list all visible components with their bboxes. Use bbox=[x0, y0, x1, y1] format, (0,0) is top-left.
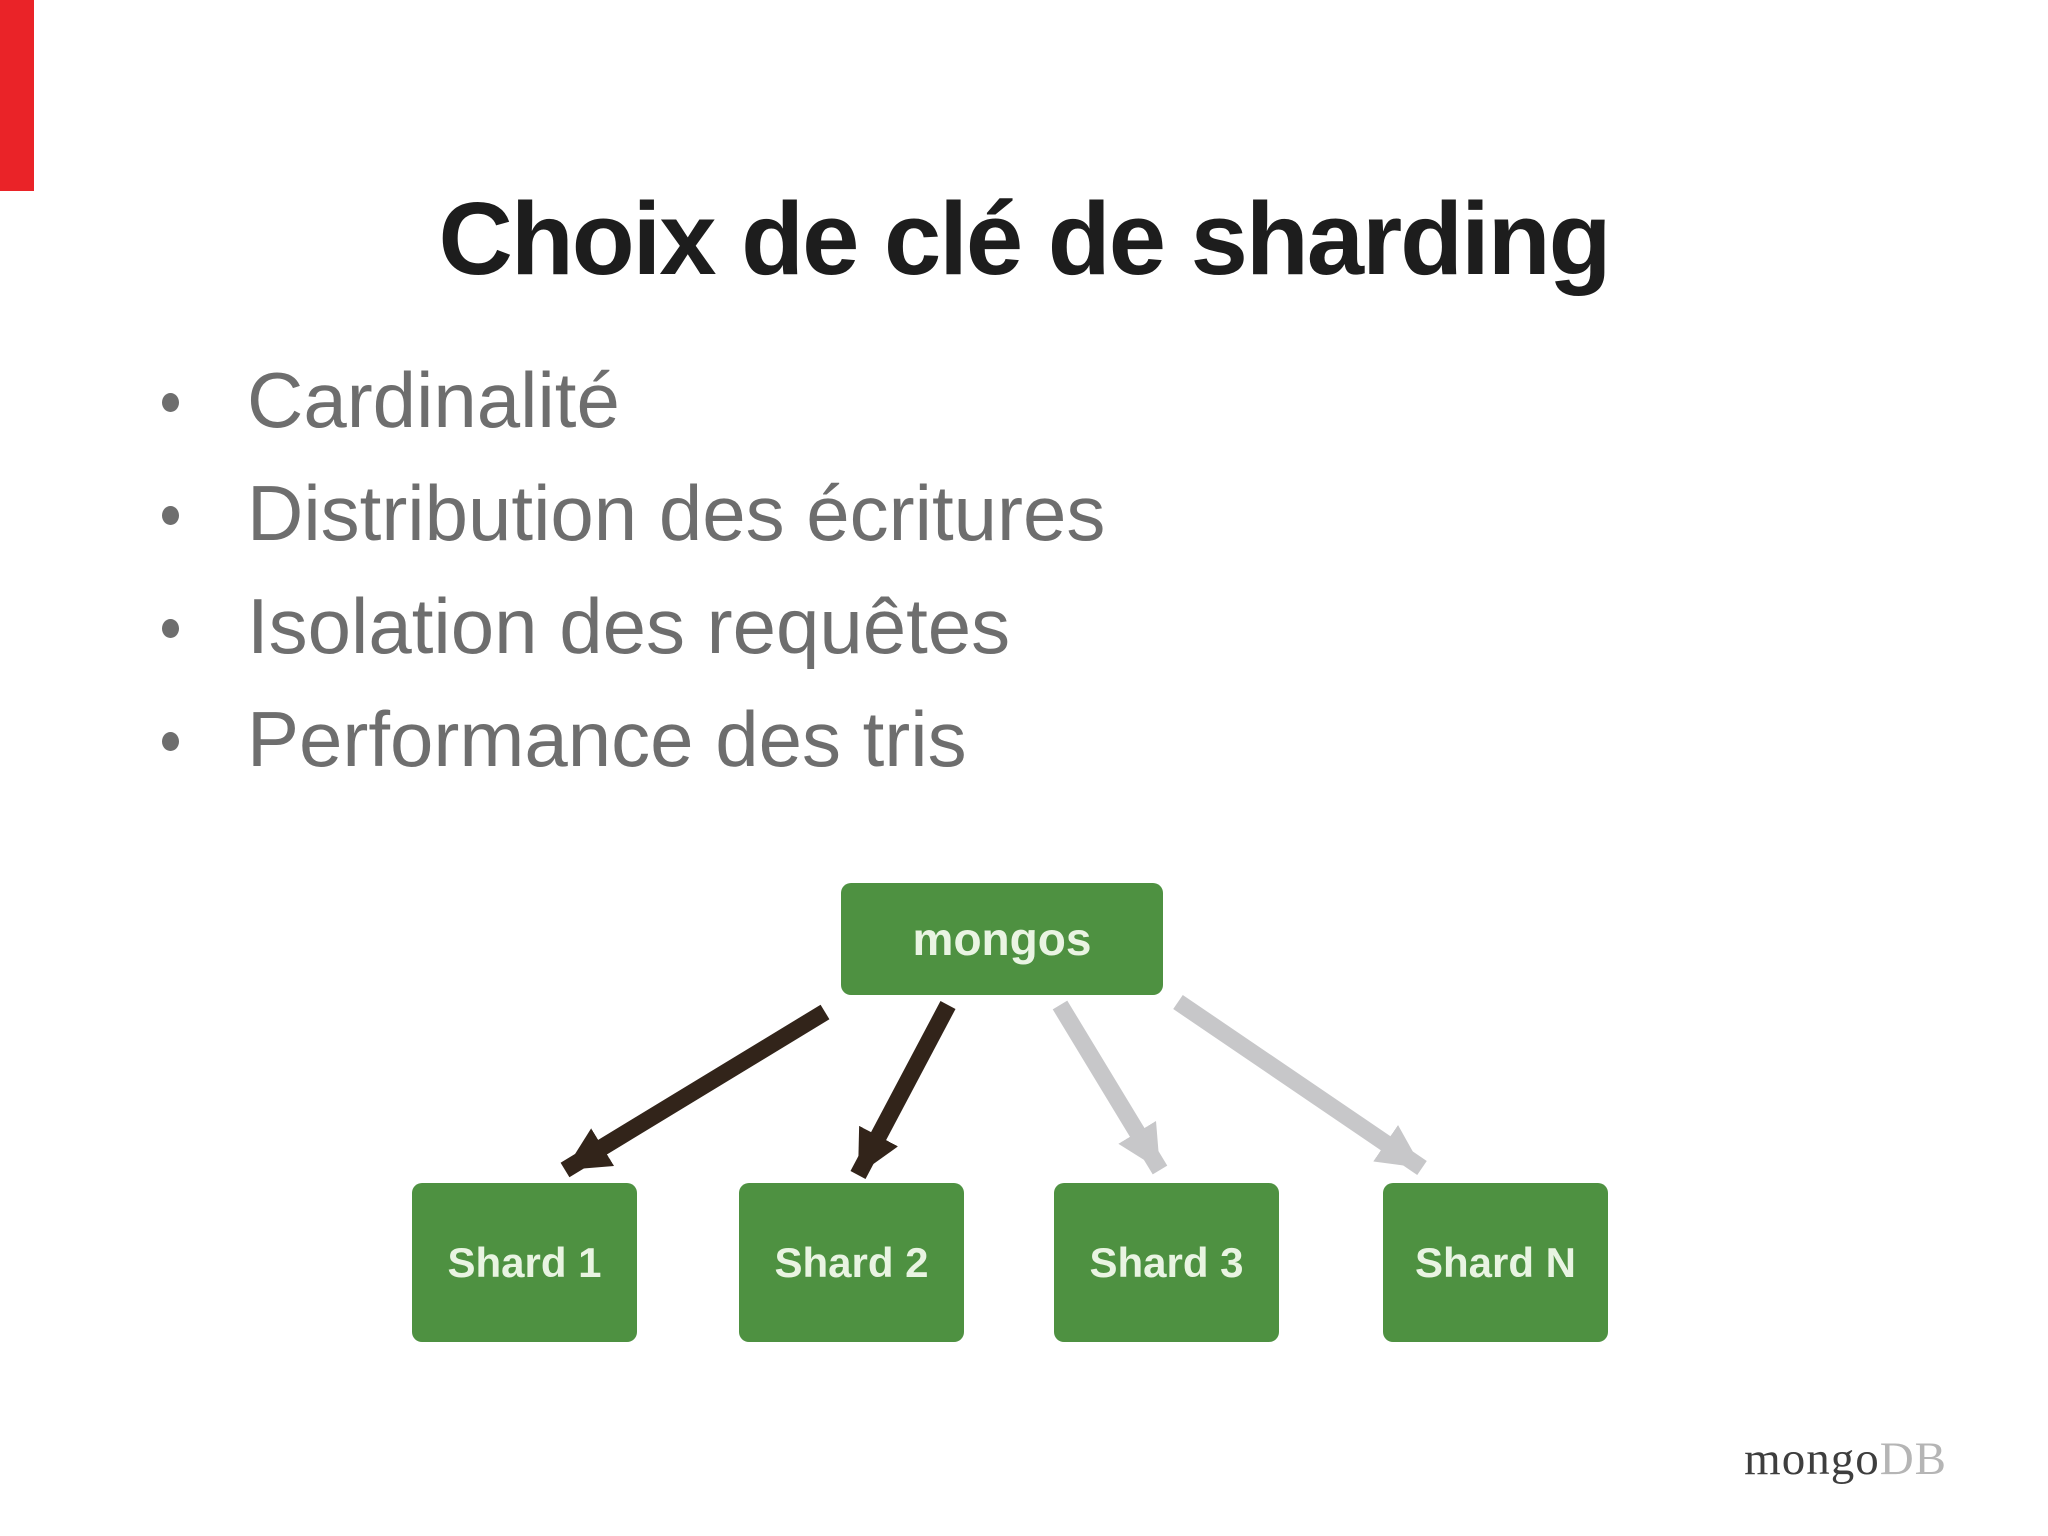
arrow-mongos-to-shard-1 bbox=[560, 1004, 830, 1178]
shard-n-box: Shard N bbox=[1383, 1183, 1608, 1342]
bullet-list: Cardinalité Distribution des écritures I… bbox=[150, 344, 1105, 796]
bullet-item: Performance des tris bbox=[150, 683, 1105, 796]
bullet-item: Isolation des requêtes bbox=[150, 570, 1105, 683]
arrow-mongos-to-shard-2 bbox=[850, 1001, 956, 1179]
shard-2-box: Shard 2 bbox=[739, 1183, 964, 1342]
mongodb-logo: mongoDB bbox=[1744, 1432, 1947, 1486]
logo-db-text: DB bbox=[1879, 1433, 1947, 1485]
mongos-router-box: mongos bbox=[841, 883, 1163, 995]
arrow-mongos-to-shard-3 bbox=[1052, 1000, 1168, 1175]
shard-3-box: Shard 3 bbox=[1054, 1183, 1279, 1342]
logo-mongo-text: mongo bbox=[1744, 1433, 1880, 1485]
bullet-item: Distribution des écritures bbox=[150, 457, 1105, 570]
bullet-item: Cardinalité bbox=[150, 344, 1105, 457]
shard-1-box: Shard 1 bbox=[412, 1183, 637, 1342]
slide-title: Choix de clé de sharding bbox=[438, 181, 1611, 296]
video-progress-bar bbox=[0, 0, 34, 191]
arrow-mongos-to-shard-n bbox=[1173, 994, 1427, 1176]
